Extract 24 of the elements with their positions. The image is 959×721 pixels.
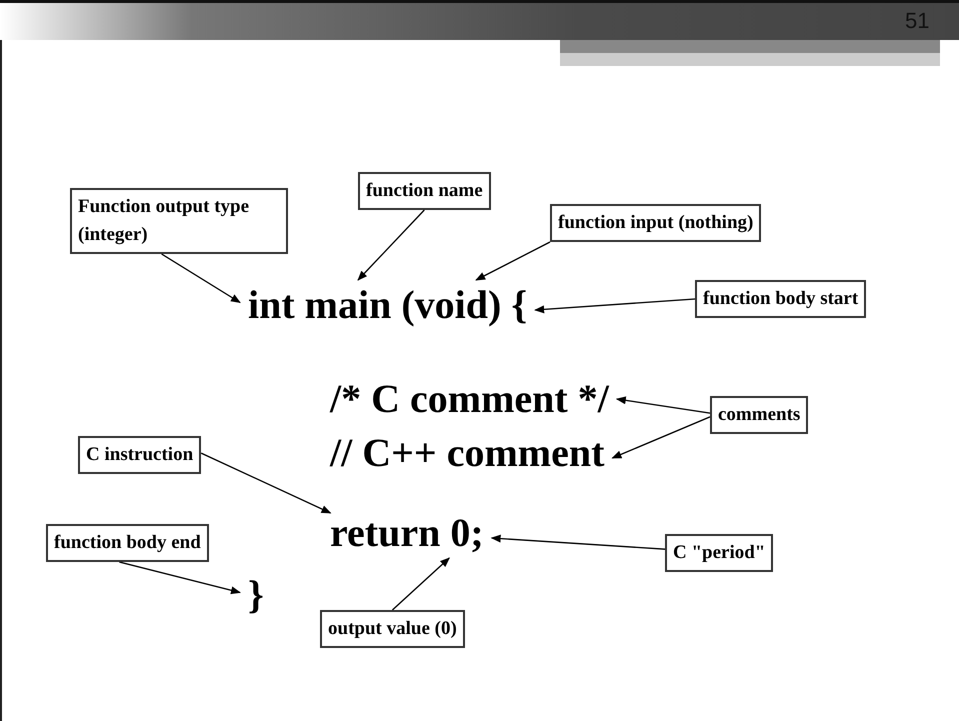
- callout-box: C "period": [665, 534, 774, 572]
- leader-arrow: [534, 298, 696, 314]
- code-line: int main (void) {: [240, 280, 536, 330]
- callout-box: output value (0): [320, 610, 465, 648]
- code-line: // C++ comment: [322, 428, 612, 478]
- leader-arrow: [616, 396, 710, 414]
- leader-arrow: [161, 253, 241, 304]
- callout-box: function input (nothing): [550, 204, 762, 242]
- callout-box: C instruction: [78, 436, 202, 474]
- leader-arrow: [490, 534, 666, 550]
- leader-arrow: [357, 210, 425, 281]
- callout-box: comments: [710, 396, 808, 434]
- leader-arrow: [119, 561, 241, 594]
- leader-arrow: [200, 452, 332, 514]
- code-line: return 0;: [322, 508, 492, 558]
- code-line: /* C comment */: [322, 374, 617, 424]
- leader-arrow: [475, 241, 550, 281]
- callout-box: function name: [358, 172, 491, 210]
- leader-arrow: [392, 557, 450, 610]
- code-line: }: [240, 570, 272, 620]
- callout-box: Function output type (integer): [70, 188, 288, 254]
- leader-arrow: [612, 416, 710, 459]
- callout-box: function body start: [695, 280, 866, 318]
- callout-box: function body end: [46, 524, 209, 562]
